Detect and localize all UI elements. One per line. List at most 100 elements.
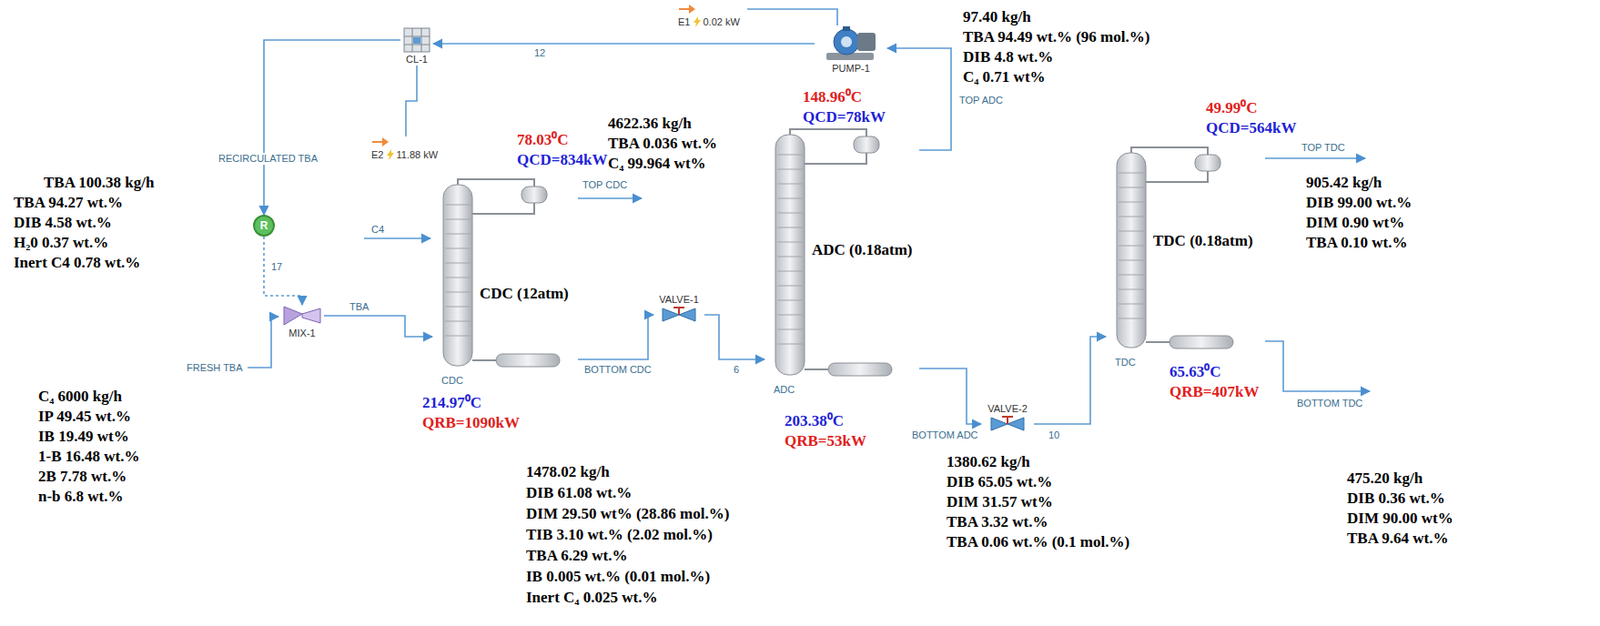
stream-name: C4	[371, 223, 385, 236]
stream-name: 12	[532, 47, 547, 60]
unit-label: E1	[678, 15, 690, 29]
column-label: TDC (0.18atm)	[1153, 232, 1254, 251]
stream-data: TBA 94.49 wt.% (96 mol.%)	[962, 27, 1150, 48]
stream-data: DIM 31.57 wt%	[946, 492, 1054, 513]
column-label: ADC (0.18atm)	[811, 241, 912, 260]
stream-name: TOP ADC	[957, 94, 1005, 107]
stream-data: 1-B 16.48 wt.%	[38, 446, 140, 467]
block-letter: R	[254, 216, 274, 235]
stream-data: TBA 3.32 wt.%	[946, 512, 1048, 533]
stream-connector	[433, 42, 815, 45]
stream-data: Inert C₄ 0.025 wt.%	[526, 587, 658, 608]
duty-temperature: QCD=834kW	[516, 150, 608, 171]
energy-label-row: E211.88 kW	[371, 147, 441, 162]
column-name: TDC	[1114, 355, 1136, 369]
stream-connector	[263, 236, 303, 305]
distillation-column: ADC (0.18atm)ADC	[764, 127, 920, 383]
recycle-block: R	[253, 214, 275, 237]
stream-data: IB 0.005 wt.% (0.01 mol.%)	[526, 567, 710, 588]
unit-symbol	[400, 27, 434, 53]
duty-temperature: QRB=407kW	[1169, 382, 1259, 403]
stream-name: TBA	[347, 301, 371, 314]
unit-label: VALVE-1	[653, 293, 705, 306]
stream-connector	[577, 314, 654, 360]
stream-data: DIB 65.05 wt.%	[946, 472, 1053, 493]
stream-connector	[263, 40, 401, 215]
stream-data: Inert C4 0.78 wt.%	[13, 253, 141, 274]
stream-data: TBA 6.29 wt.%	[526, 546, 628, 567]
duty-temperature: QCD=564kW	[1205, 118, 1297, 139]
unit-icon: MIX-1	[280, 304, 325, 340]
stream-data: IP 49.45 wt.%	[38, 406, 132, 427]
unit-symbol	[653, 305, 705, 325]
stream-data: 1478.02 kg/h	[526, 462, 610, 483]
stream-connector	[704, 314, 765, 360]
duty-temperature: 148.96⁰C	[802, 87, 862, 108]
stream-name: BOTTOM CDC	[582, 364, 654, 376]
duty-temperature: QRB=53kW	[784, 431, 867, 452]
stream-data: DIM 0.90 wt%	[1306, 212, 1405, 233]
unit-label: MIX-1	[280, 326, 325, 340]
energy-bolt	[693, 12, 703, 29]
stream-data: DIB 0.36 wt.%	[1346, 488, 1446, 509]
stream-data: TBA 0.036 wt.%	[607, 133, 718, 154]
unit-label: PUMP-1	[814, 61, 888, 75]
energy-label-row: E1 0.02 kW	[678, 14, 748, 29]
unit-icon: E211.88 kW	[371, 136, 441, 162]
stream-name: 10	[1046, 429, 1062, 442]
stream-connector	[919, 368, 982, 425]
stream-data: H₂0 0.37 wt.%	[13, 232, 109, 254]
duty-temperature: 203.38⁰C	[784, 411, 844, 432]
stream-data: TIB 3.10 wt.% (2.02 mol.%)	[526, 525, 713, 546]
distillation-column: CDC (12atm)CDC	[432, 177, 578, 374]
stream-data: 2B 7.78 wt.%	[38, 466, 127, 487]
stream-data: 1380.62 kg/h	[946, 452, 1031, 473]
stream-data: 4622.36 kg/h	[607, 113, 692, 134]
column-label: CDC (12atm)	[479, 284, 569, 304]
unit-icon: CL-1	[400, 27, 434, 66]
stream-name: BOTTOM ADC	[910, 429, 981, 442]
column-name: CDC	[441, 374, 464, 387]
stream-name: TOP TDC	[1301, 141, 1346, 154]
stream-data: 475.20 kg/h	[1346, 468, 1423, 489]
unit-label: 11.88 kW	[395, 148, 438, 162]
product-stream	[1265, 157, 1366, 160]
stream-connector	[1033, 336, 1106, 425]
stream-connector	[887, 48, 952, 151]
stream-connector	[324, 315, 433, 337]
unit-icon: VALVE-2	[981, 402, 1034, 434]
stream-data: DIM 90.00 wt%	[1346, 508, 1454, 529]
stream-data: TBA 94.27 wt.%	[13, 192, 123, 213]
unit-symbol	[371, 136, 441, 148]
stream-data: C₄ 6000 kg/h	[38, 386, 122, 407]
product-stream	[577, 197, 642, 200]
stream-name: 17	[269, 261, 284, 274]
feed-stream	[364, 237, 431, 240]
duty-temperature: QRB=1090kW	[422, 413, 520, 434]
feed-stream	[247, 316, 279, 368]
unit-label: 0.02 kW	[702, 15, 740, 29]
stream-data: DIB 4.8 wt.%	[962, 47, 1054, 68]
unit-icon: VALVE-1	[653, 293, 705, 325]
unit-label: CL-1	[400, 52, 434, 66]
unit-icon: PUMP-1	[814, 25, 888, 75]
unit-symbol	[280, 304, 325, 327]
stream-name: 6	[731, 364, 741, 376]
energy-bolt	[386, 145, 396, 162]
unit-symbol	[981, 415, 1034, 434]
stream-data: TBA 100.38 kg/h	[43, 172, 154, 193]
stream-data: TBA 0.10 wt.%	[1306, 232, 1408, 254]
stream-data: DIB 99.00 wt.%	[1306, 192, 1412, 213]
distillation-column: TDC (0.18atm)TDC	[1105, 145, 1266, 355]
duty-temperature: QCD=78kW	[802, 107, 886, 128]
stream-data: DIB 4.58 wt.%	[13, 212, 112, 233]
stream-name: FRESH TBA	[186, 362, 244, 375]
unit-label: VALVE-2	[981, 402, 1034, 416]
stream-data: 905.42 kg/h	[1306, 172, 1382, 193]
duty-temperature: 65.63⁰C	[1169, 362, 1222, 383]
unit-symbol	[678, 3, 748, 15]
stream-data: 97.40 kg/h	[962, 7, 1032, 28]
duty-temperature: 49.99⁰C	[1205, 98, 1258, 119]
stream-data: IB 19.49 wt%	[38, 426, 130, 447]
product-stream	[1265, 341, 1370, 392]
